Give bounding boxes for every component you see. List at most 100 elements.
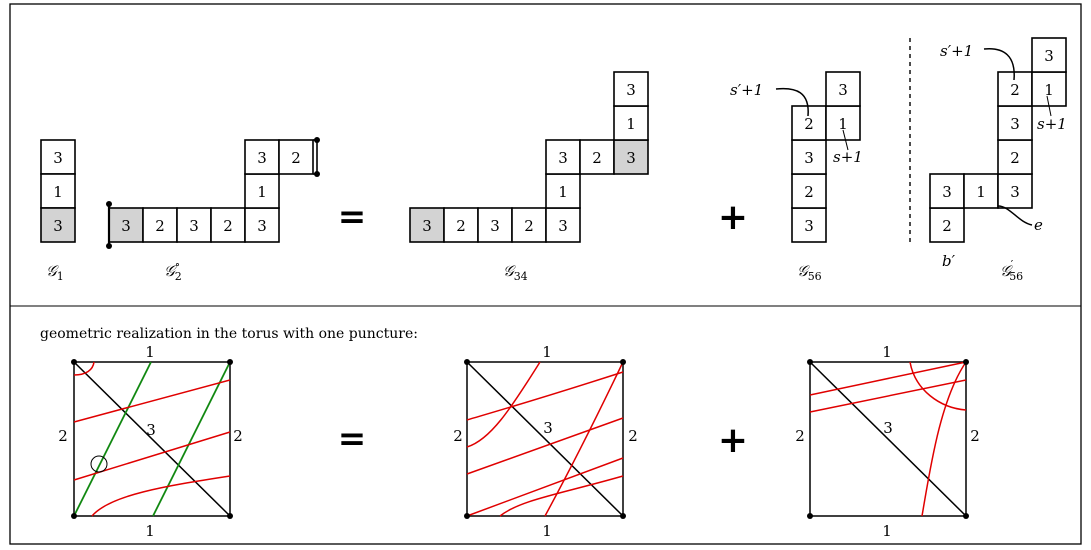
g56p-cell-4 <box>997 173 1033 209</box>
g34-cell-9 <box>613 139 649 175</box>
g56-cell-5-label: 1 <box>838 115 848 133</box>
grid-g1: 3 1 3 <box>40 139 76 243</box>
g2-cell-2-label: 2 <box>155 217 165 235</box>
g56p-cell-3 <box>963 173 999 209</box>
torus-1-diag-label: 3 <box>146 421 156 439</box>
g2-cell-6-label: 1 <box>257 183 267 201</box>
g56-cell-4-label: 2 <box>804 115 814 133</box>
torus-2-red-arc <box>466 361 541 448</box>
g56p-cell-5-label: 2 <box>1010 149 1020 167</box>
label-g2: 𝒢2∘ <box>164 258 182 283</box>
annotation-e: e <box>1034 216 1043 234</box>
torus-2-diagonal <box>466 361 624 517</box>
torus-1-diagonal <box>73 361 231 517</box>
grid-g56: 3 2 3 2 1 3 <box>791 71 861 243</box>
g2-cell-8-label: 2 <box>291 149 301 167</box>
plus-operator-bottom: + <box>718 420 748 461</box>
g56-cell-1-label: 3 <box>804 217 814 235</box>
g1-cell-3 <box>40 207 76 243</box>
torus-1-top-label: 1 <box>145 343 155 361</box>
torus-1-marker-circle <box>90 455 108 473</box>
torus-1-square <box>73 361 231 517</box>
torus-2-red-arc <box>466 371 624 421</box>
annotation-s-plus-1: s+1 <box>833 148 863 166</box>
torus-3-red-arc <box>809 361 967 396</box>
equals-operator-top: = <box>338 197 367 237</box>
g1-cell-1-label: 3 <box>53 149 63 167</box>
g1-cell-3-label: 3 <box>53 217 63 235</box>
g56p-cell-2-label: 3 <box>942 183 952 201</box>
g2-cell-3 <box>176 207 212 243</box>
g34-cell-10-label: 1 <box>626 115 636 133</box>
torus-3: 1 1 2 2 3 <box>795 343 980 540</box>
g56p-cell-5 <box>997 139 1033 175</box>
torus-1-green-arc <box>73 361 152 517</box>
g2-cell-1 <box>108 207 144 243</box>
g56-cell-3 <box>791 139 827 175</box>
grid-g2: 3 2 3 2 3 1 3 2 <box>106 137 320 249</box>
g56p-cell-1-label: 2 <box>942 217 952 235</box>
g2-cell-4 <box>210 207 246 243</box>
annotation-b-prime: b′ <box>942 252 956 270</box>
g34-cell-8 <box>579 139 615 175</box>
g2-cell-4-label: 2 <box>223 217 233 235</box>
label-g56: 𝒢56 <box>797 262 822 283</box>
torus-3-right-label: 2 <box>970 427 980 445</box>
grid-g34: 3 2 3 2 3 1 3 2 3 1 3 <box>409 71 649 243</box>
g56p-cell-4-label: 3 <box>1010 183 1020 201</box>
torus-1-left-label: 2 <box>58 427 68 445</box>
torus-2-red-arc <box>544 361 624 517</box>
g34-cell-9-label: 3 <box>626 149 636 167</box>
torus-3-diag-label: 3 <box>883 419 893 437</box>
torus-3-bottom-label: 1 <box>882 522 892 540</box>
g34-cell-7-label: 3 <box>558 149 568 167</box>
grid-g56-prime: 2 3 1 3 2 3 2 1 3 <box>929 37 1067 243</box>
torus-3-top-label: 1 <box>882 343 892 361</box>
leader-line <box>997 205 1033 226</box>
torus-2-red-arc <box>499 475 624 517</box>
annotation-s-prime-plus-1-right: s′+1 <box>940 42 973 60</box>
torus-2-diag-label: 3 <box>543 419 553 437</box>
g2-cell-5-label: 3 <box>257 217 267 235</box>
annotation-s-prime-plus-1: s′+1 <box>730 81 763 99</box>
torus-3-left-label: 2 <box>795 427 805 445</box>
torus-2-red-arc <box>466 417 624 475</box>
g56p-cell-3-label: 1 <box>976 183 986 201</box>
g34-cell-8-label: 2 <box>592 149 602 167</box>
g2-endpoint-dot <box>106 201 112 207</box>
torus-1: 1 1 2 2 3 <box>58 343 243 540</box>
g34-cell-5 <box>545 207 581 243</box>
leader-line <box>842 129 849 151</box>
g34-cell-4-label: 2 <box>524 217 534 235</box>
torus-2-left-label: 2 <box>453 427 463 445</box>
g56-cell-2 <box>791 173 827 209</box>
outer-frame <box>9 3 1082 545</box>
leader-line <box>983 48 1015 81</box>
g56p-cell-8 <box>1031 71 1067 107</box>
g2-endpoint-dot <box>314 171 320 177</box>
torus-3-red-arc <box>921 361 967 517</box>
torus-3-diagonal <box>809 361 967 517</box>
g34-cell-5-label: 3 <box>558 217 568 235</box>
g56p-cell-2 <box>929 173 965 209</box>
caption: geometric realization in the torus with … <box>40 326 418 342</box>
g56-cell-2-label: 2 <box>804 183 814 201</box>
torus-2-right-label: 2 <box>628 427 638 445</box>
g1-cell-2 <box>40 173 76 209</box>
label-g34: 𝒢34 <box>503 262 528 283</box>
plus-operator-top: + <box>718 197 748 238</box>
torus-3-red-arc <box>909 361 967 411</box>
g56p-cell-6-label: 3 <box>1010 115 1020 133</box>
g56-cell-1 <box>791 207 827 243</box>
leader-line <box>1046 95 1052 117</box>
torus-2-bottom-label: 1 <box>542 522 552 540</box>
g2-cell-1-label: 3 <box>121 217 131 235</box>
g56p-cell-9 <box>1031 37 1067 73</box>
g34-cell-1-label: 3 <box>422 217 432 235</box>
g34-cell-6 <box>545 173 581 209</box>
torus-2-top-label: 1 <box>542 343 552 361</box>
annotation-s-plus-1-right: s+1 <box>1037 115 1067 133</box>
g56p-cell-1 <box>929 207 965 243</box>
torus-3-square <box>809 361 967 517</box>
